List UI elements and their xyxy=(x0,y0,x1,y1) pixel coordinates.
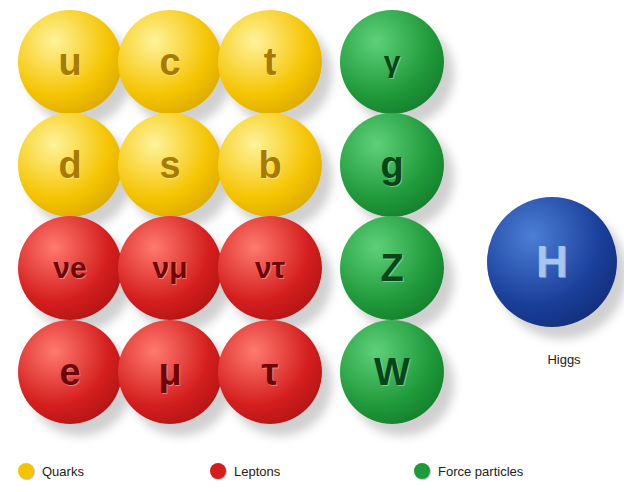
particle-sphere: c xyxy=(118,10,222,114)
particle-symbol: g xyxy=(380,146,403,184)
legend-swatch xyxy=(18,463,34,479)
particle-sphere: ντ xyxy=(218,216,322,320)
particle-symbol: d xyxy=(58,146,81,184)
particle-sphere: b xyxy=(218,113,322,217)
particle-node: u xyxy=(18,10,122,114)
particle-node: t xyxy=(218,10,322,114)
particle-node: νe xyxy=(18,216,122,320)
particle-symbol: μ xyxy=(158,353,181,391)
legend-swatch xyxy=(414,463,430,479)
particle-caption: Higgs xyxy=(547,352,580,367)
particle-node: γ xyxy=(340,10,444,114)
particle-sphere: νμ xyxy=(118,216,222,320)
particle-symbol: H xyxy=(536,240,568,284)
particle-sphere: μ xyxy=(118,320,222,424)
particle-node: d xyxy=(18,113,122,217)
particle-symbol: c xyxy=(159,43,180,81)
particle-node: W xyxy=(340,320,444,424)
particle-node: τ xyxy=(218,320,322,424)
particle-symbol: νe xyxy=(53,253,86,283)
particle-node: e xyxy=(18,320,122,424)
particle-sphere: H xyxy=(487,197,617,327)
particle-symbol: s xyxy=(159,146,180,184)
particle-sphere: νe xyxy=(18,216,122,320)
particle-symbol: e xyxy=(59,353,80,391)
particle-node: c xyxy=(118,10,222,114)
particle-symbol: νμ xyxy=(152,253,187,283)
higgs-node: HHiggs xyxy=(487,197,617,327)
particle-sphere: d xyxy=(18,113,122,217)
particle-node: μ xyxy=(118,320,222,424)
legend-swatch xyxy=(210,463,226,479)
particle-sphere: e xyxy=(18,320,122,424)
particle-symbol: t xyxy=(264,43,277,81)
particle-node: g xyxy=(340,113,444,217)
particle-symbol: γ xyxy=(384,47,401,77)
legend-item: Quarks xyxy=(18,463,84,479)
particle-node: Z xyxy=(340,216,444,320)
particle-symbol: ντ xyxy=(255,253,285,283)
particle-sphere: Z xyxy=(340,216,444,320)
particle-symbol: u xyxy=(58,43,81,81)
particle-sphere: τ xyxy=(218,320,322,424)
particle-sphere: W xyxy=(340,320,444,424)
particle-sphere: g xyxy=(340,113,444,217)
legend-item: Leptons xyxy=(210,463,280,479)
legend-item: Force particles xyxy=(414,463,523,479)
particle-symbol: τ xyxy=(262,353,279,391)
particle-node: ντ xyxy=(218,216,322,320)
legend-text: Quarks xyxy=(42,464,84,479)
particle-symbol: W xyxy=(374,353,410,391)
particle-sphere: u xyxy=(18,10,122,114)
particle-symbol: Z xyxy=(380,249,403,287)
particle-node: s xyxy=(118,113,222,217)
particle-sphere: s xyxy=(118,113,222,217)
particle-sphere: γ xyxy=(340,10,444,114)
legend-text: Force particles xyxy=(438,464,523,479)
legend-text: Leptons xyxy=(234,464,280,479)
particle-symbol: b xyxy=(258,146,281,184)
particle-node: νμ xyxy=(118,216,222,320)
particle-node: b xyxy=(218,113,322,217)
particle-sphere: t xyxy=(218,10,322,114)
